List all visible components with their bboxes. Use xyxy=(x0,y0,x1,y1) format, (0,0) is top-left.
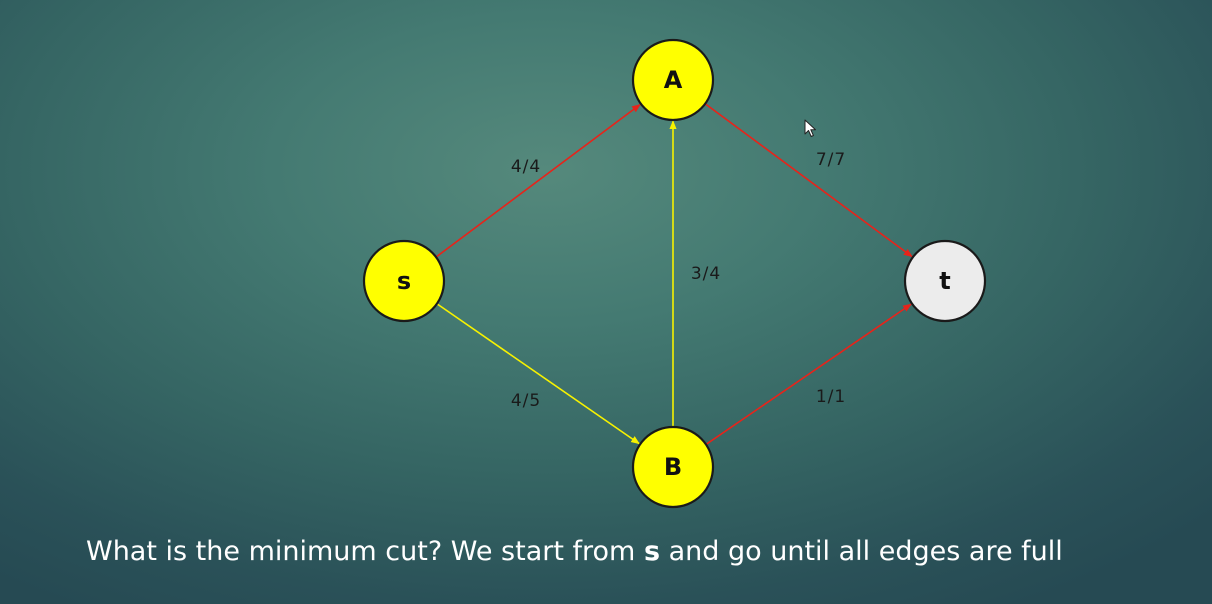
node-circle-s xyxy=(362,239,446,323)
caption-text-after: and go until all edges are full xyxy=(660,536,1063,567)
edge-label-B-A: 3/4 xyxy=(691,264,721,284)
node-label-A: A xyxy=(664,66,683,94)
node-circle-t xyxy=(903,239,987,323)
question-caption: What is the minimum cut? We start from s… xyxy=(86,536,1196,567)
node-s: s xyxy=(362,239,446,323)
node-circle-B xyxy=(631,425,715,509)
edge-B-t xyxy=(705,303,912,446)
caption-text-before: What is the minimum cut? We start from xyxy=(86,536,644,567)
edge-labels-layer: 4/4 4/5 3/4 7/7 1/1 xyxy=(511,150,846,411)
node-circle-A xyxy=(631,38,715,122)
edge-label-B-t: 1/1 xyxy=(816,387,846,407)
node-label-t: t xyxy=(939,267,950,295)
edge-label-A-t: 7/7 xyxy=(816,150,846,170)
node-t: t xyxy=(903,239,987,323)
node-B: B xyxy=(631,425,715,509)
edge-label-s-A: 4/4 xyxy=(511,157,541,177)
edges-layer xyxy=(435,103,913,446)
node-label-B: B xyxy=(664,453,682,481)
edge-s-B xyxy=(436,303,641,445)
node-A: A xyxy=(631,38,715,122)
edge-A-t xyxy=(704,103,913,258)
edge-s-A xyxy=(435,103,641,258)
node-label-s: s xyxy=(397,267,411,295)
nodes-layer: As tB xyxy=(362,38,987,509)
arrow-cursor-icon xyxy=(804,119,818,143)
caption-source-bold: s xyxy=(643,536,661,567)
edge-label-s-B: 4/5 xyxy=(511,391,541,411)
